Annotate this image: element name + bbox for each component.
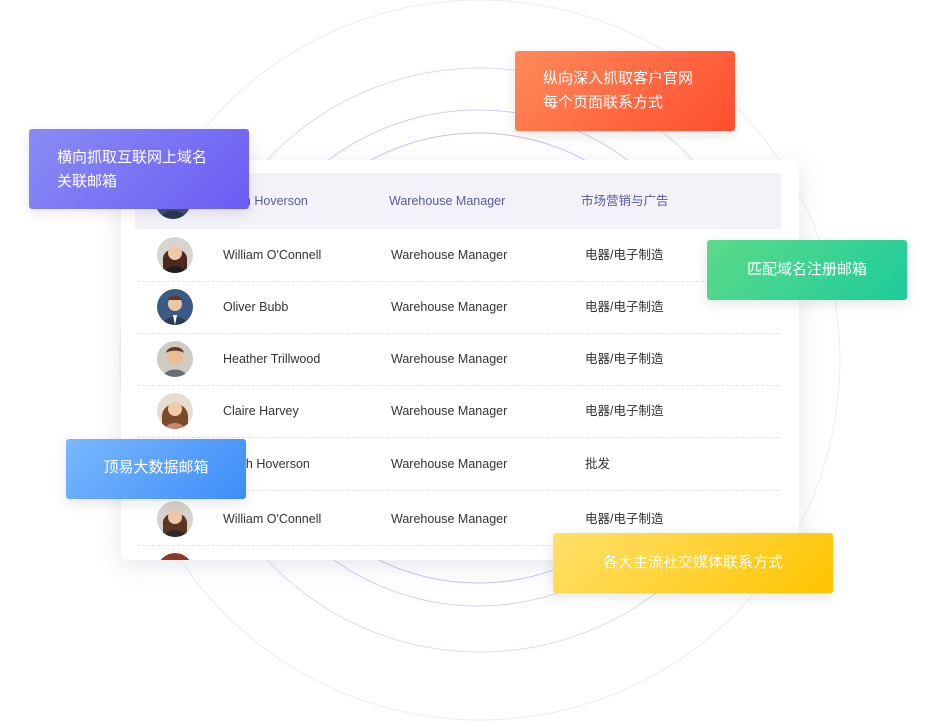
contact-name: Heather Trillwood <box>223 352 321 366</box>
contact-title: Warehouse Manager <box>391 512 508 526</box>
contact-industry: 电器/电子制造 <box>585 248 664 262</box>
feature-tag-domain-match: 匹配域名注册邮箱 <box>707 240 907 300</box>
feature-tag-horizontal-crawl: 横向抓取互联网上域名 关联邮箱 <box>29 129 249 209</box>
contact-industry: 电器/电子制造 <box>585 404 664 418</box>
contact-title: Warehouse Manager <box>391 248 508 262</box>
feature-tag-vertical-crawl: 纵向深入抓取客户官网 每个页面联系方式 <box>515 51 735 131</box>
contact-name: William O'Connell <box>223 248 322 262</box>
contact-title: Warehouse Manager <box>391 300 508 314</box>
avatar <box>157 393 193 429</box>
avatar <box>157 501 193 537</box>
contact-name: William O'Connell <box>223 512 322 526</box>
contact-name: Oliver Bubb <box>223 300 289 314</box>
table-row[interactable]: Claire Harvey Warehouse Manager 电器/电子制造 <box>137 385 779 438</box>
avatar <box>157 289 193 325</box>
avatar-icon <box>157 289 193 325</box>
contact-title: Warehouse Manager <box>391 404 508 418</box>
avatar-icon <box>157 237 193 273</box>
avatar <box>157 553 193 560</box>
table-row[interactable]: William O'Connell Warehouse Manager 电器/电… <box>137 229 779 282</box>
feature-tag-line: 纵向深入抓取客户官网 <box>543 70 694 87</box>
contact-industry: 电器/电子制造 <box>585 300 664 314</box>
contact-title: Warehouse Manager <box>389 194 506 208</box>
avatar-icon <box>157 553 193 560</box>
contact-industry: 电器/电子制造 <box>585 512 664 526</box>
avatar-icon <box>157 501 193 537</box>
contacts-table: Noah Hoverson Warehouse Manager 市场营销与广告 … <box>121 160 799 560</box>
contact-name: Claire Harvey <box>223 404 299 418</box>
avatar-icon <box>157 393 193 429</box>
avatar <box>157 237 193 273</box>
feature-tag-line: 关联邮箱 <box>57 173 118 190</box>
feature-tag-big-data: 顶易大数据邮箱 <box>66 439 246 499</box>
contact-title: Warehouse Manager <box>391 457 508 471</box>
contact-industry: 批发 <box>585 457 611 471</box>
table-row[interactable]: Oliver Bubb Warehouse Manager 电器/电子制造 <box>137 281 779 334</box>
contact-industry: 电器/电子制造 <box>585 352 664 366</box>
table-row[interactable]: William O'Connell Warehouse Manager 电器/电… <box>137 493 779 546</box>
contact-title: Warehouse Manager <box>391 352 508 366</box>
feature-tag-line: 每个页面联系方式 <box>543 94 664 111</box>
table-row[interactable]: Heather Trillwood Warehouse Manager 电器/电… <box>137 333 779 386</box>
feature-tag-social: 各大主流社交媒体联系方式 <box>553 533 833 593</box>
avatar-icon <box>157 341 193 377</box>
avatar <box>157 341 193 377</box>
contact-industry: 市场营销与广告 <box>581 194 669 208</box>
feature-tag-line: 横向抓取互联网上域名 <box>57 149 208 166</box>
